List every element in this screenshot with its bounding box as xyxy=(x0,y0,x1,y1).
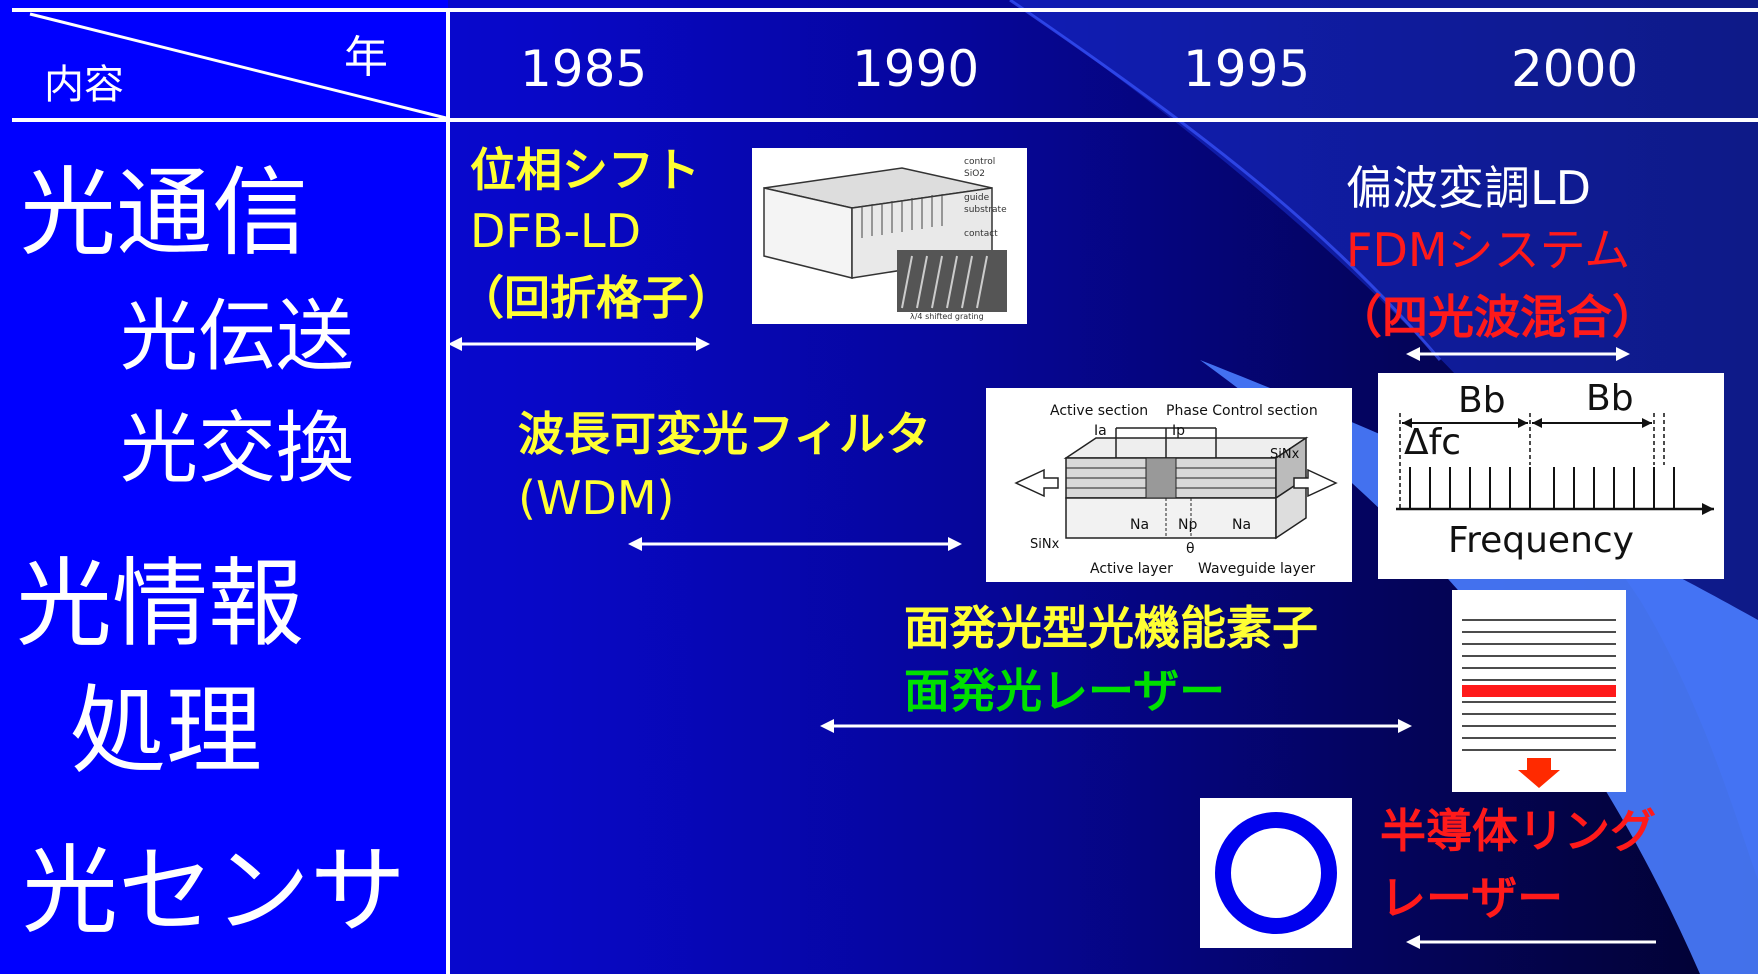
fdm-span-arrow xyxy=(1406,347,1630,361)
corner-content-label: 内容 xyxy=(44,62,124,108)
dfb-span-arrow xyxy=(448,337,710,351)
tunable-filter-diagram: Active section Phase Control section Ia … xyxy=(986,388,1352,582)
dfb-subtitle: DFB-LD xyxy=(470,204,642,258)
tunable-filter-drawing xyxy=(1014,427,1338,540)
wdm-title: 波長可変光フィルタ xyxy=(518,407,932,461)
dfb-structure-drawing xyxy=(763,167,1007,312)
header-rule xyxy=(12,118,1758,122)
left-column-background xyxy=(0,0,448,974)
filter-label-ip: Ip xyxy=(1172,423,1186,439)
filter-label-theta: θ xyxy=(1186,541,1195,557)
top-rule xyxy=(12,8,1758,12)
category-optical-transmission: 光伝送 xyxy=(120,292,355,382)
year-1995: 1995 xyxy=(1183,40,1311,98)
dfb-structure-image: control SiO2 guide substrate contact λ/4… xyxy=(752,148,1027,324)
category-optical-information: 光情報 xyxy=(16,548,304,660)
filter-label-np: Np xyxy=(1178,517,1198,533)
vcsel-layer-diagram xyxy=(1452,590,1626,792)
ring-laser-image xyxy=(1200,798,1352,948)
dfb-title: 位相シフト xyxy=(470,143,700,197)
column-divider xyxy=(446,10,450,974)
filter-label-na-1: Na xyxy=(1130,517,1150,533)
category-optical-switching: 光交換 xyxy=(120,404,355,494)
vcsel-layer-drawing xyxy=(1462,619,1616,788)
dfb-label-guide: guide xyxy=(964,193,990,203)
surface-emitting-device-title: 面発光型光機能素子 xyxy=(904,601,1318,655)
frequency-spectrum-drawing xyxy=(1396,413,1714,515)
filter-label-waveguide-layer: Waveguide layer xyxy=(1198,561,1316,577)
surface-span-arrow xyxy=(820,719,1412,733)
corner-year-label: 年 xyxy=(344,32,388,83)
surface-emitting-laser-label: 面発光レーザー xyxy=(904,664,1226,718)
fdm-title: 偏波変調LD xyxy=(1346,161,1592,215)
frequency-spectrum-diagram: Bb Bb Δfc Frequency xyxy=(1378,373,1724,579)
freq-label-delta-fc: Δfc xyxy=(1404,422,1462,463)
dfb-image-caption: λ/4 shifted grating xyxy=(910,312,984,321)
category-optical-sensor: 光センサ xyxy=(22,835,406,947)
category-optical-communication: 光通信 xyxy=(20,157,308,269)
filter-label-active-section: Active section xyxy=(1050,403,1149,419)
year-2000: 2000 xyxy=(1511,40,1639,98)
ring-laser-subtitle: レーザー xyxy=(1380,871,1564,925)
freq-label-bb-1: Bb xyxy=(1458,380,1506,421)
category-processing: 処理 xyxy=(70,675,262,787)
ring-laser-drawing xyxy=(1215,812,1337,934)
fdm-fwm-note: （四光波混合） xyxy=(1336,290,1658,344)
filter-label-sinx-right: SiNx xyxy=(1270,447,1300,462)
ring-laser-title: 半導体リング xyxy=(1380,804,1656,858)
freq-label-bb-2: Bb xyxy=(1586,378,1634,419)
filter-label-active-layer: Active layer xyxy=(1090,561,1173,577)
fdm-system-label: FDMシステム xyxy=(1346,223,1631,277)
dfb-label-contact: contact xyxy=(964,229,998,239)
dfb-label-substrate: substrate xyxy=(964,205,1007,215)
ring-laser-arrow xyxy=(1406,935,1656,949)
filter-label-na-2: Na xyxy=(1232,517,1252,533)
filter-label-ia: Ia xyxy=(1094,423,1107,439)
dfb-label-control: control xyxy=(964,157,996,167)
year-1990: 1990 xyxy=(852,40,980,98)
dfb-grating-note: （回折格子） xyxy=(458,271,734,325)
wdm-span-arrow xyxy=(628,537,962,551)
filter-label-phase-section: Phase Control section xyxy=(1166,403,1318,419)
dfb-label-sio2: SiO2 xyxy=(964,169,986,179)
wdm-subtitle: (WDM) xyxy=(518,471,675,525)
filter-label-sinx-left: SiNx xyxy=(1030,537,1060,552)
corner-diagonal xyxy=(29,12,447,120)
year-1985: 1985 xyxy=(520,40,648,98)
freq-axis-label: Frequency xyxy=(1448,520,1634,561)
